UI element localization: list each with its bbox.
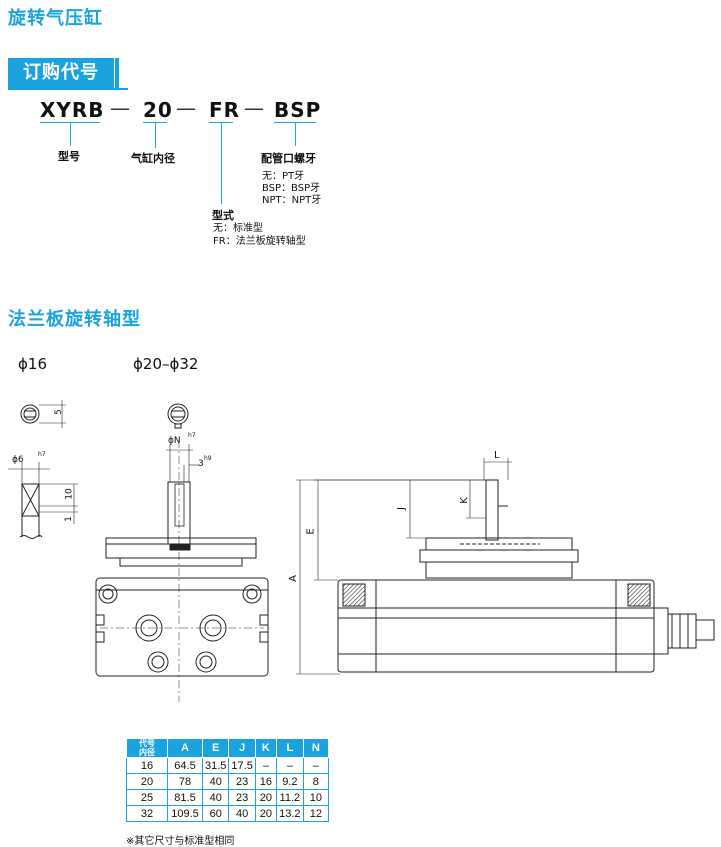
cell-L: 11.2	[275, 789, 304, 806]
leader-model	[70, 122, 71, 146]
cell-L: 13.2	[275, 805, 304, 822]
dim-3-tolerance: h9	[204, 455, 212, 462]
phi20-32-top-view	[167, 403, 189, 429]
side-view	[296, 458, 715, 675]
dim-phi6-tolerance: h7	[38, 451, 46, 458]
cell-K: 20	[254, 805, 277, 822]
code-bore: 20	[143, 98, 173, 122]
cell-E: 60	[201, 805, 230, 822]
cell-L: –	[275, 757, 304, 774]
header-bore: 内径	[139, 748, 155, 757]
code-dash-3: —	[244, 96, 264, 120]
dim-5: 5	[53, 409, 64, 415]
cell-J: 23	[228, 773, 256, 790]
col-E: E	[201, 738, 230, 758]
leader-bore	[155, 122, 156, 148]
code-style: FR	[209, 98, 241, 122]
table-footnote: ※其它尺寸与标准型相同	[126, 836, 235, 847]
dim-phiN: ϕN	[168, 436, 181, 446]
table-row: 20 78 40 23 16 9.2 8	[126, 773, 329, 790]
leader-style	[221, 122, 222, 204]
row-bore: 32	[126, 805, 168, 822]
dim-K: K	[458, 497, 470, 504]
col-L: L	[275, 738, 304, 758]
cell-N: 8	[302, 773, 329, 790]
cell-L: 9.2	[275, 773, 304, 790]
cell-K: –	[254, 757, 277, 774]
style-note-standard: 无：标准型	[213, 223, 263, 234]
size-label-20-32: ϕ20–ϕ32	[133, 355, 199, 373]
code-dash-2: —	[176, 96, 196, 120]
size-label-16: ϕ16	[18, 355, 47, 373]
dim-phiN-tolerance: h7	[188, 432, 196, 439]
cell-N: –	[302, 757, 329, 774]
code-dash-1: —	[110, 96, 130, 120]
col-K: K	[254, 738, 277, 758]
cell-K: 16	[254, 773, 277, 790]
row-bore: 16	[126, 757, 168, 774]
code-model: XYRB	[40, 98, 105, 122]
dim-3: 3	[198, 459, 204, 469]
order-code-heading: 订购代号	[8, 58, 114, 88]
phi16-top-view	[20, 400, 66, 428]
cell-E: 40	[201, 773, 230, 790]
cell-E: 40	[201, 789, 230, 806]
row-bore: 25	[126, 789, 168, 806]
port-note-pt: 无：PT牙	[262, 171, 305, 182]
label-bore: 气缸内径	[131, 152, 175, 165]
port-note-bsp: BSP：BSP牙	[262, 183, 321, 194]
front-view	[95, 440, 269, 702]
dim-phi6: ϕ6	[12, 455, 24, 465]
order-heading-accent	[115, 58, 119, 88]
port-note-npt: NPT：NPT牙	[262, 195, 322, 206]
dim-E: E	[305, 528, 317, 535]
cell-A: 109.5	[167, 805, 203, 822]
label-style: 型式	[212, 209, 234, 222]
cell-N: 12	[302, 805, 329, 822]
spec-table-header: 代号 内径 A E J K L N	[126, 738, 329, 758]
table-row: 25 81.5 40 23 20 11.2 10	[126, 789, 329, 806]
cell-A: 64.5	[167, 757, 203, 774]
table-row: 16 64.5 31.5 17.5 – – –	[126, 757, 329, 774]
spec-table: 代号 内径 A E J K L N 16 64.5 31.5 17.5 – – …	[126, 738, 329, 822]
cell-K: 20	[254, 789, 277, 806]
cell-J: 40	[228, 805, 256, 822]
leader-port	[295, 122, 296, 146]
dim-10: 10	[64, 488, 75, 500]
dim-A: A	[287, 575, 299, 582]
col-J: J	[228, 738, 256, 758]
label-port: 配管口螺牙	[261, 152, 316, 165]
cell-J: 17.5	[228, 757, 256, 774]
flange-section-heading: 法兰板旋转轴型	[8, 309, 141, 330]
cell-E: 31.5	[201, 757, 230, 774]
cell-A: 78	[167, 773, 203, 790]
table-row: 32 109.5 60 40 20 13.2 12	[126, 805, 329, 822]
col-A: A	[167, 738, 203, 758]
page-title: 旋转气压缸	[8, 8, 103, 29]
cell-A: 81.5	[167, 789, 203, 806]
dim-J: J	[395, 507, 407, 510]
label-model: 型号	[58, 150, 80, 163]
header-code-bore: 代号 内径	[126, 738, 168, 758]
style-note-fr: FR：法兰板旋转轴型	[213, 236, 306, 247]
order-heading-underline	[8, 88, 128, 90]
dim-1: 1	[63, 516, 74, 522]
cell-N: 10	[302, 789, 329, 806]
header-code: 代号	[139, 739, 155, 748]
cell-J: 23	[228, 789, 256, 806]
phi16-shaft-view	[8, 462, 78, 539]
code-port: BSP	[274, 98, 322, 122]
row-bore: 20	[126, 773, 168, 790]
dim-L: L	[494, 450, 500, 461]
col-N: N	[302, 738, 329, 758]
